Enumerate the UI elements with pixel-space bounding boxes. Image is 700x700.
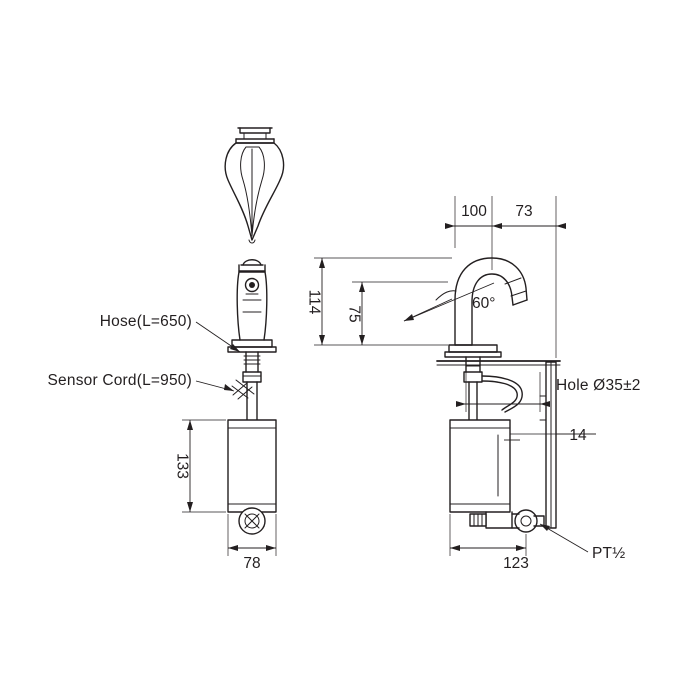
label-sensor-cord: Sensor Cord(L=950): [48, 372, 192, 389]
top-view-spout: [224, 127, 285, 244]
front-view-head: [227, 259, 277, 353]
front-view-sensor-cord: [231, 379, 255, 400]
leader-pt-half: PT½: [539, 523, 625, 562]
dimension-100-73: 100 73: [445, 196, 566, 358]
leader-hose: Hose(L=650): [100, 313, 241, 353]
label-hole: Hole Ø35±2: [556, 377, 641, 394]
dimension-60-degrees: 60°: [403, 282, 495, 322]
leader-hole: Hole Ø35±2: [456, 372, 641, 412]
side-view-bracket: [539, 361, 557, 529]
side-view-group: 100 73 114 75: [306, 196, 641, 572]
side-view-shank: [463, 356, 523, 421]
dimension-133: 133: [174, 419, 226, 513]
front-view-control-box: [227, 419, 277, 513]
dimension-123: 123: [449, 514, 529, 572]
side-view-control-box: [449, 419, 511, 513]
dimension-100-text: 100: [461, 203, 487, 220]
dimension-14-text: 14: [569, 427, 587, 444]
dimension-133-text: 133: [174, 453, 191, 479]
front-view-group: 133 78 Hose(L=650) Sensor Cor: [48, 127, 285, 572]
dimension-123-text: 123: [503, 555, 529, 572]
dimension-114: 114: [306, 257, 452, 346]
label-hose: Hose(L=650): [100, 313, 192, 330]
front-view-bottom-fitting: [238, 507, 266, 535]
dimension-60-degrees-text: 60°: [472, 295, 495, 312]
dimension-14: 14: [504, 427, 596, 444]
dimension-78: 78: [227, 514, 277, 572]
side-view-flange: [436, 344, 561, 366]
side-view-bottom-fitting: [469, 509, 545, 533]
dimension-73-text: 73: [515, 203, 532, 220]
dimension-75-text: 75: [346, 305, 363, 322]
front-view-shank: [242, 351, 262, 421]
label-pt-half: PT½: [592, 545, 625, 562]
dimension-78-text: 78: [243, 555, 260, 572]
dimension-114-text: 114: [306, 290, 323, 315]
leader-sensor-cord: Sensor Cord(L=950): [48, 372, 235, 392]
dimension-75: 75: [346, 281, 448, 345]
